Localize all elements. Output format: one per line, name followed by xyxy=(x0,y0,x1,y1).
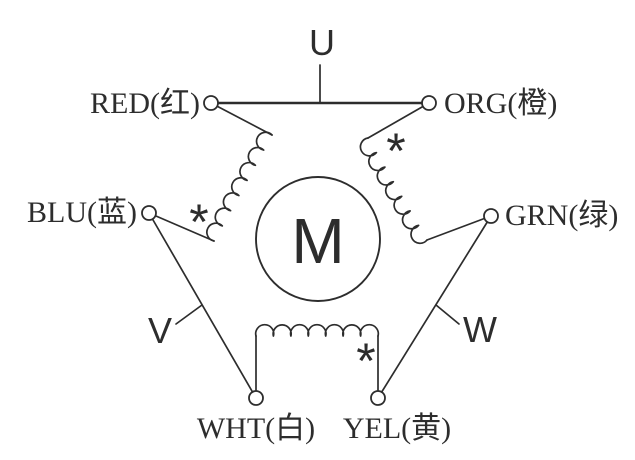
polarity-marker-icon-org: * xyxy=(386,123,405,179)
v-label-tick-line xyxy=(175,304,203,325)
grn-coil-lead-line xyxy=(426,215,492,241)
red-coil-lead-line xyxy=(210,102,273,136)
terminal-label-yel: YEL(黄) xyxy=(343,412,451,445)
wiring-lines xyxy=(148,64,492,399)
polarity-marker-icon-blu: * xyxy=(189,194,208,250)
w-label-tick-line xyxy=(435,304,460,325)
winding-red-blu-coil xyxy=(206,131,273,242)
motor-circle xyxy=(255,176,381,302)
phase-label-v: V xyxy=(148,310,172,351)
terminal-circle-blu xyxy=(141,205,157,221)
winding-wht-yel-coil xyxy=(254,323,380,337)
motor-symbol: M xyxy=(291,205,344,277)
terminal-circle-org xyxy=(421,95,437,111)
org-coil-lead-line xyxy=(367,102,430,139)
terminal-circle-yel xyxy=(370,390,386,406)
winding-org-grn-coil xyxy=(359,137,428,245)
polarity-marker-icon-yel: * xyxy=(356,333,375,389)
terminal-circle-red xyxy=(203,95,219,111)
phase-label-u: U xyxy=(309,22,335,63)
terminal-label-wht: WHT(白) xyxy=(197,412,315,445)
w-side-line xyxy=(377,215,492,399)
terminal-label-org: ORG(橙) xyxy=(444,87,557,120)
terminal-label-blu: BLU(蓝) xyxy=(27,196,137,229)
terminal-label-grn: GRN(绿) xyxy=(505,199,618,232)
terminal-circle-wht xyxy=(248,390,264,406)
terminal-circle-grn xyxy=(483,208,499,224)
blu-coil-lead-line xyxy=(148,212,215,242)
terminal-label-red: RED(红) xyxy=(90,87,200,120)
phase-label-w: W xyxy=(463,309,497,350)
